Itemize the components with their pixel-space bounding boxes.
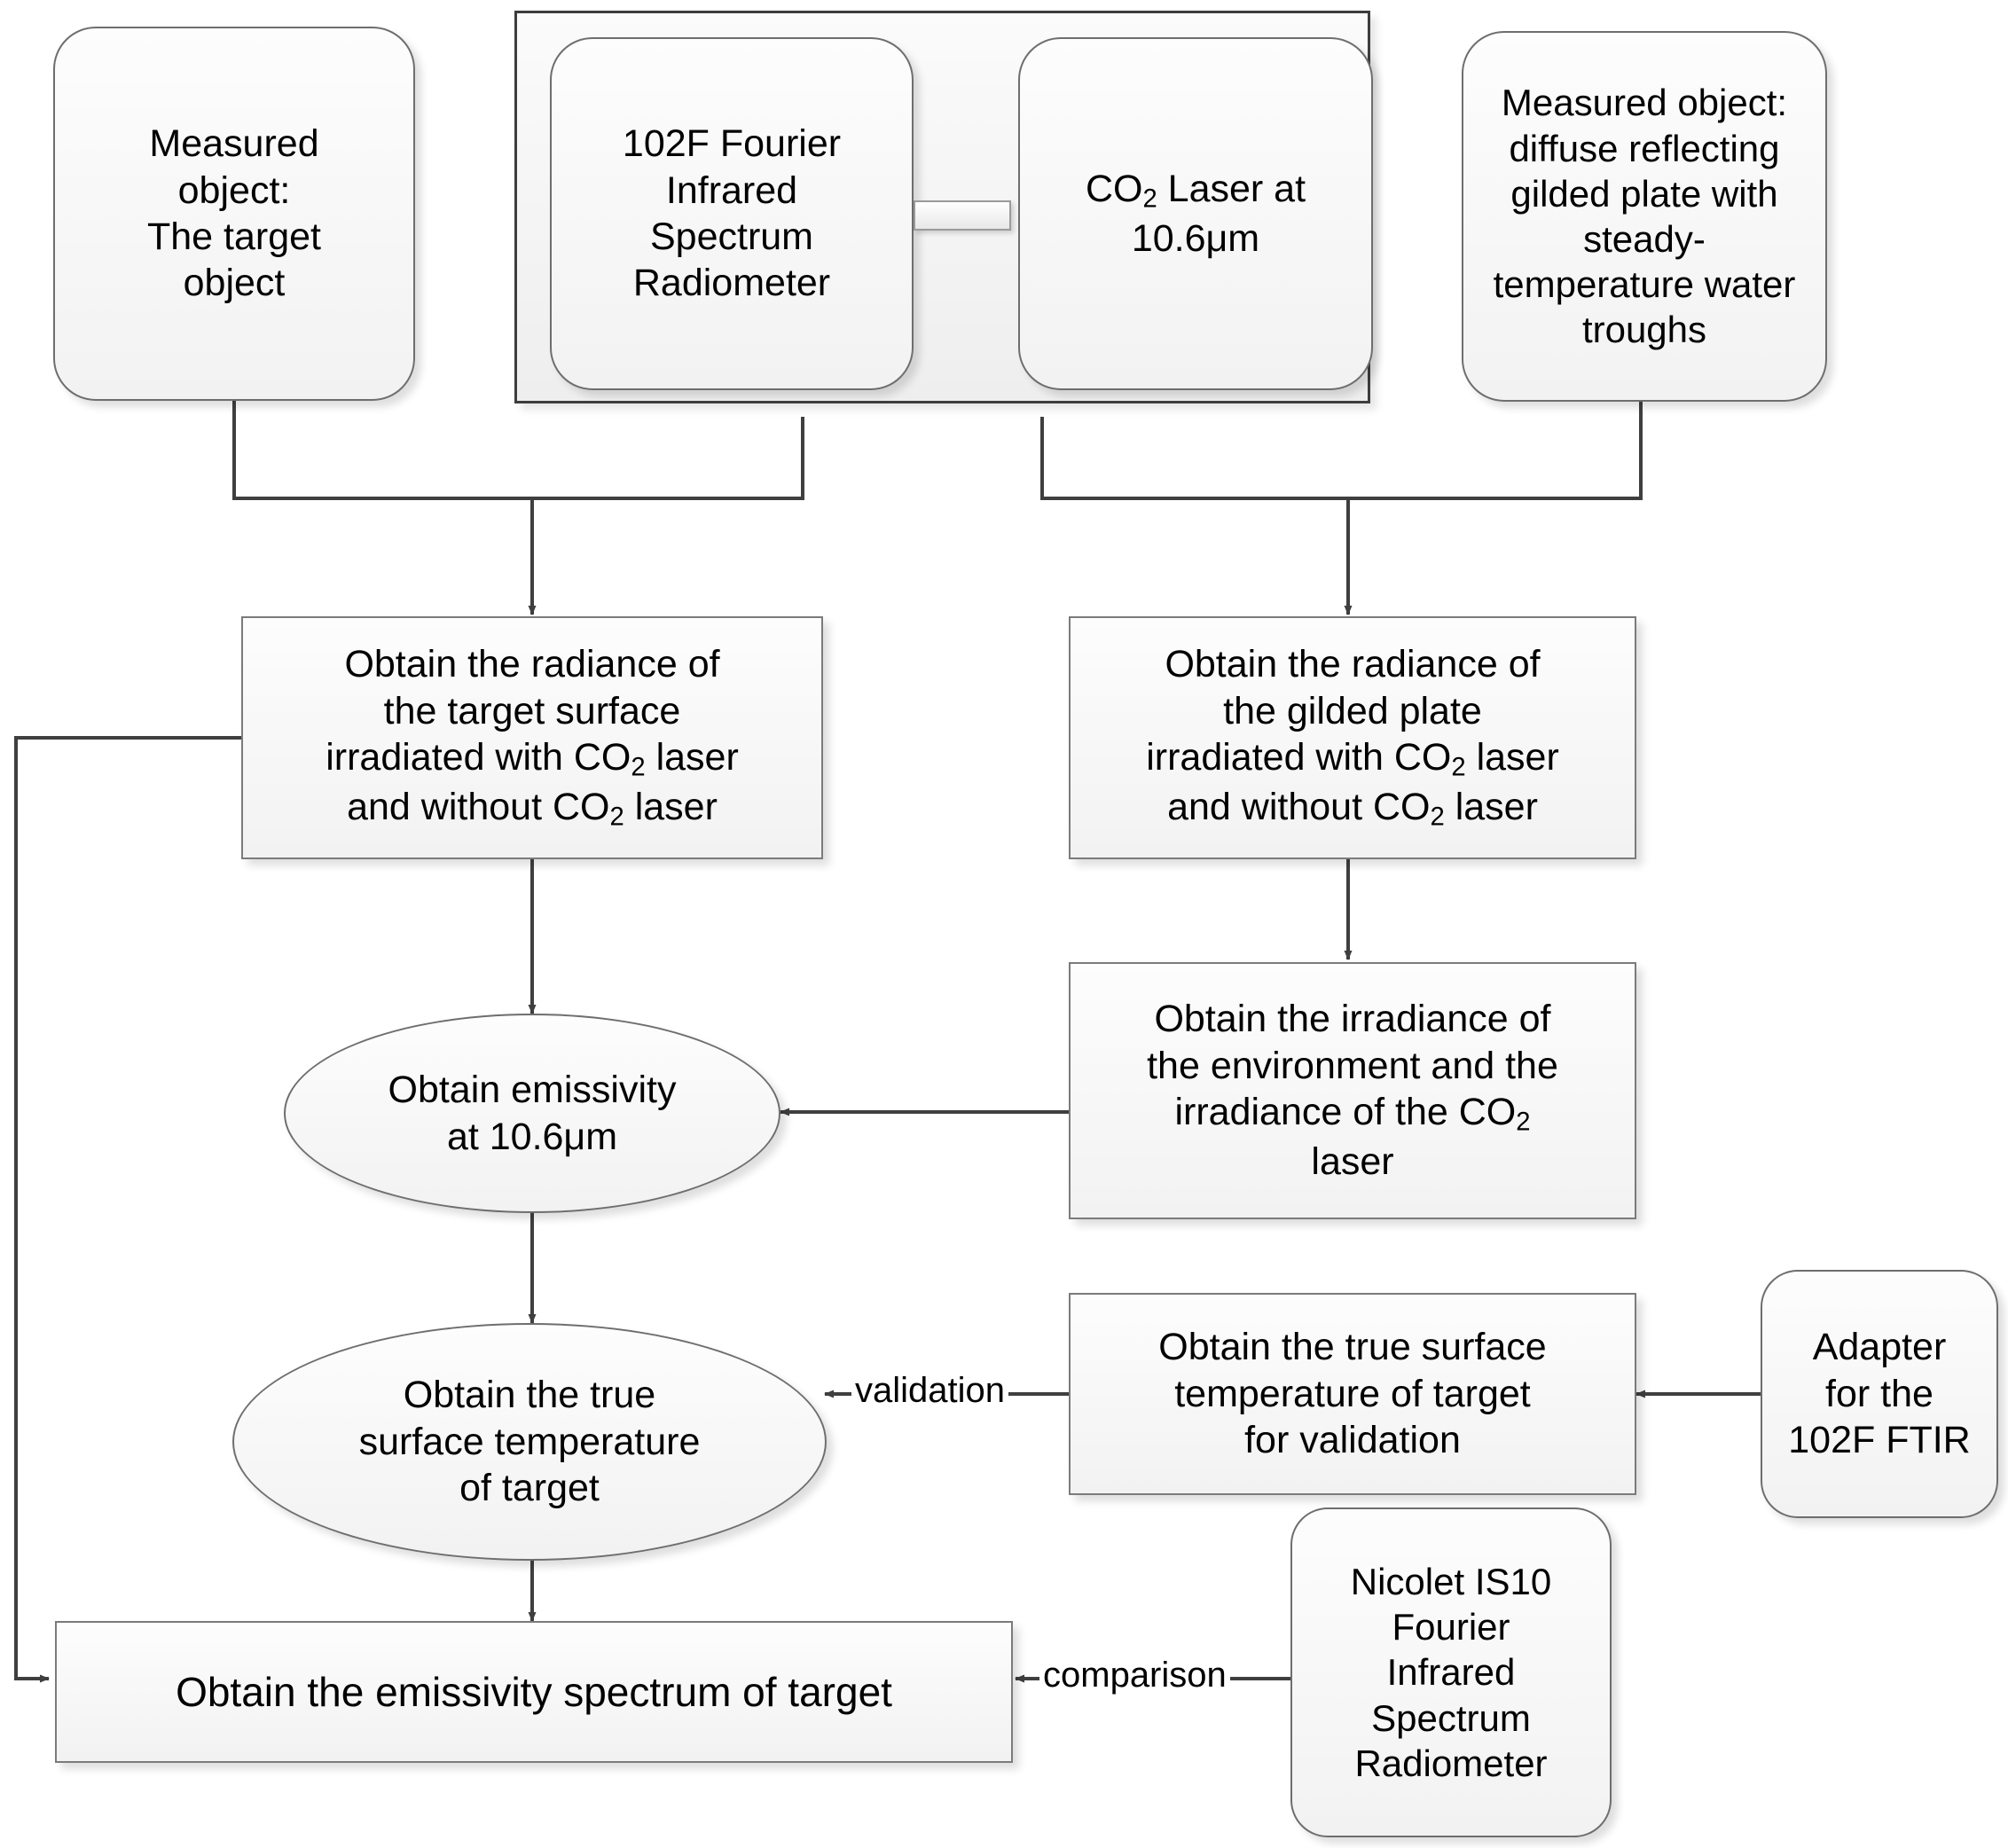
radiance-target-line3a: irradiated with CO — [326, 736, 631, 779]
node-co2-laser[interactable]: CO2 Laser at 10.6μm — [1018, 37, 1373, 390]
edge-label-validation: validation — [851, 1371, 1009, 1411]
co2-laser-subscript: 2 — [1142, 184, 1157, 214]
irradiance-env-line2: the environment and the — [1147, 1044, 1558, 1087]
radiance-target-line4a: and without CO — [347, 786, 610, 829]
edge-co2-to-radiance-gilded — [1040, 417, 1348, 500]
radiance-gilded-line3b: laser — [1465, 736, 1559, 779]
node-emissivity-spectrum[interactable]: Obtain the emissivity spectrum of target — [55, 1621, 1013, 1763]
radiance-target-line1: Obtain the radiance of — [344, 643, 720, 686]
radiance-gilded-line3a: irradiated with CO — [1146, 736, 1452, 779]
irradiance-env-line3sub: 2 — [1516, 1108, 1531, 1137]
co2-laser-line1: CO — [1085, 167, 1143, 210]
irradiance-env-line1: Obtain the irradiance of — [1154, 998, 1551, 1041]
radiance-gilded-line3sub: 2 — [1451, 753, 1466, 782]
radiance-target-line3b: laser — [645, 736, 739, 779]
co2-laser-line2: 10.6μm — [1131, 216, 1260, 260]
radiance-gilded-line2: the gilded plate — [1223, 689, 1482, 732]
radiance-target-line4sub: 2 — [609, 803, 624, 832]
edge-measured-target-to-radiance — [232, 401, 532, 500]
radiance-target-line2: the target surface — [383, 689, 681, 732]
edge-label-comparison: comparison — [1039, 1656, 1230, 1695]
radiance-target-line4b: laser — [624, 786, 718, 829]
radiance-gilded-line4a: and without CO — [1167, 786, 1431, 829]
radiance-gilded-line4sub: 2 — [1430, 803, 1445, 832]
co2-laser-line1-rest: Laser at — [1157, 167, 1306, 210]
radiance-gilded-line4b: laser — [1444, 786, 1538, 829]
irradiance-env-line4: laser — [1311, 1140, 1394, 1184]
edge-ftir-to-radiance — [532, 417, 804, 500]
node-ftir-102f[interactable]: 102F Fourier Infrared Spectrum Radiomete… — [550, 37, 914, 390]
edge-feedback-loop — [14, 736, 241, 1683]
node-true-temp-target[interactable]: Obtain the true surface temperature of t… — [232, 1323, 827, 1561]
node-measured-object-gilded[interactable]: Measured object: diffuse reflecting gild… — [1462, 31, 1827, 402]
radiance-gilded-line1: Obtain the radiance of — [1165, 643, 1541, 686]
co2-laser-text: CO2 Laser at 10.6μm — [1086, 166, 1306, 262]
node-emissivity-106[interactable]: Obtain emissivity at 10.6μm — [284, 1014, 780, 1213]
node-true-temp-validation[interactable]: Obtain the true surface temperature of t… — [1069, 1293, 1636, 1495]
edge-gilded-obj-to-radiance-gilded — [1348, 401, 1643, 500]
radiance-target-line3sub: 2 — [631, 753, 646, 782]
node-measured-object-target[interactable]: Measured object: The target object — [53, 27, 415, 401]
irradiance-env-line3a: irradiance of the CO — [1174, 1091, 1517, 1134]
node-nicolet-is10[interactable]: Nicolet IS10 Fourier Infrared Spectrum R… — [1290, 1507, 1612, 1837]
instrument-link-connector — [914, 200, 1011, 231]
node-adapter-102f-ftir[interactable]: Adapter for the 102F FTIR — [1761, 1270, 1998, 1518]
